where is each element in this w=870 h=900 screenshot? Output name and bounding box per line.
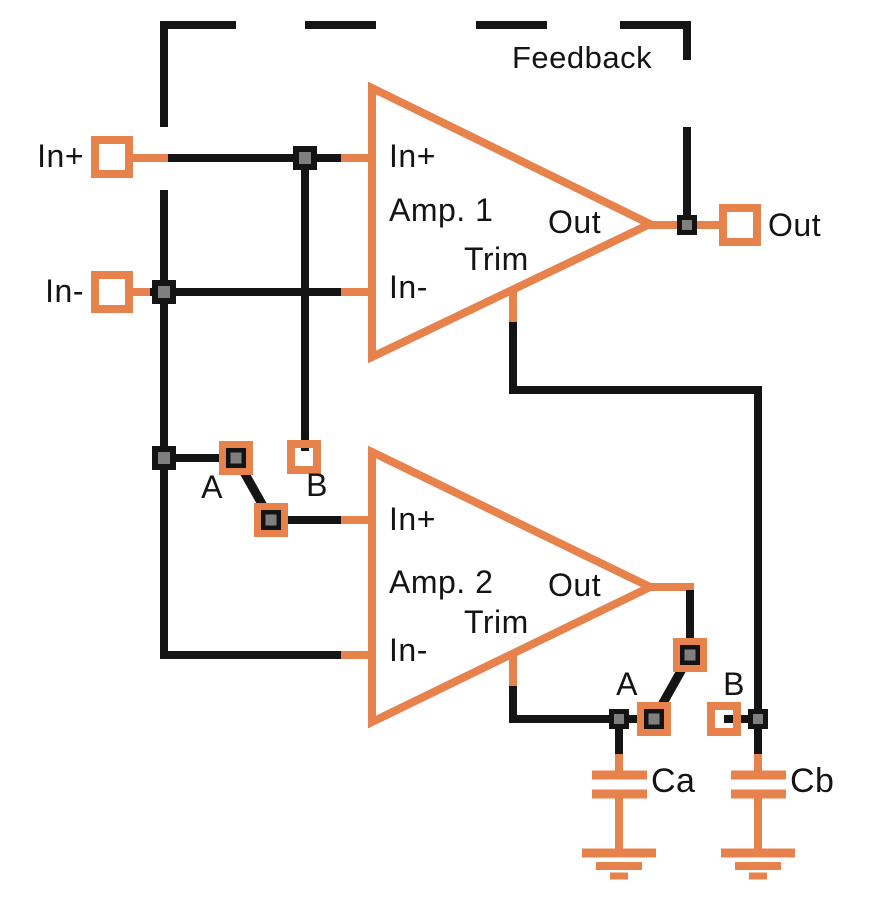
capacitor-cb <box>731 770 786 850</box>
output-switch-common-pad[interactable] <box>673 638 707 672</box>
amp2-pin-in-pos-label: In+ <box>389 501 436 537</box>
output-switch-pad-a[interactable] <box>637 702 671 736</box>
amp1-pin-in-pos-label: In+ <box>389 138 436 174</box>
in-pos-terminal <box>91 136 133 178</box>
ground-symbol-a <box>582 848 656 880</box>
input-switch-pad-b[interactable] <box>287 440 321 474</box>
amp2-pin-out-label: Out <box>548 567 602 603</box>
amp2-trim-wire <box>509 686 654 723</box>
amp2-name-label: Amp. 2 <box>389 564 494 600</box>
amp1-pin-in-neg-label: In- <box>389 269 428 305</box>
capacitor-ca <box>592 770 647 850</box>
out-terminal-label: Out <box>768 207 822 243</box>
output-switch-a-label: A <box>616 666 638 702</box>
in-neg-terminal <box>91 271 133 313</box>
amp1-trim-wire <box>509 322 762 754</box>
junction-in-pos <box>293 146 317 170</box>
input-switch-b-label: B <box>306 467 328 503</box>
output-switch-pad-b[interactable] <box>707 702 741 736</box>
feedback-dash-corner-left <box>160 21 236 127</box>
junction-in-neg <box>152 280 176 304</box>
cap-a-label: Ca <box>651 762 696 800</box>
junction-cap-b <box>748 709 768 729</box>
feedback-label: Feedback <box>512 40 653 75</box>
out-terminal <box>719 204 761 246</box>
input-switch-common-pad[interactable] <box>254 503 288 537</box>
junction-left-rail <box>152 446 176 470</box>
amp1-pin-trim-label: Trim <box>464 241 529 277</box>
in-neg-terminal-label: In- <box>45 273 84 309</box>
input-switch-pad-a[interactable] <box>219 441 253 475</box>
amp2-pin-in-neg-label: In- <box>389 632 428 668</box>
cap-b-label: Cb <box>790 762 835 800</box>
ground-symbol-b <box>721 848 795 880</box>
output-switch-b-label: B <box>723 666 745 702</box>
amp2-pin-trim-label: Trim <box>464 604 529 640</box>
junction-cap-a <box>609 709 629 729</box>
left-rail-wire <box>160 190 341 659</box>
in-pos-terminal-label: In+ <box>37 138 84 174</box>
amp1-pin-out-label: Out <box>548 204 602 240</box>
feedback-dash-corner-right <box>620 21 691 60</box>
junction-amp1-out <box>677 215 697 235</box>
input-switch-a-label: A <box>201 469 223 505</box>
amp1-name-label: Amp. 1 <box>389 192 494 228</box>
